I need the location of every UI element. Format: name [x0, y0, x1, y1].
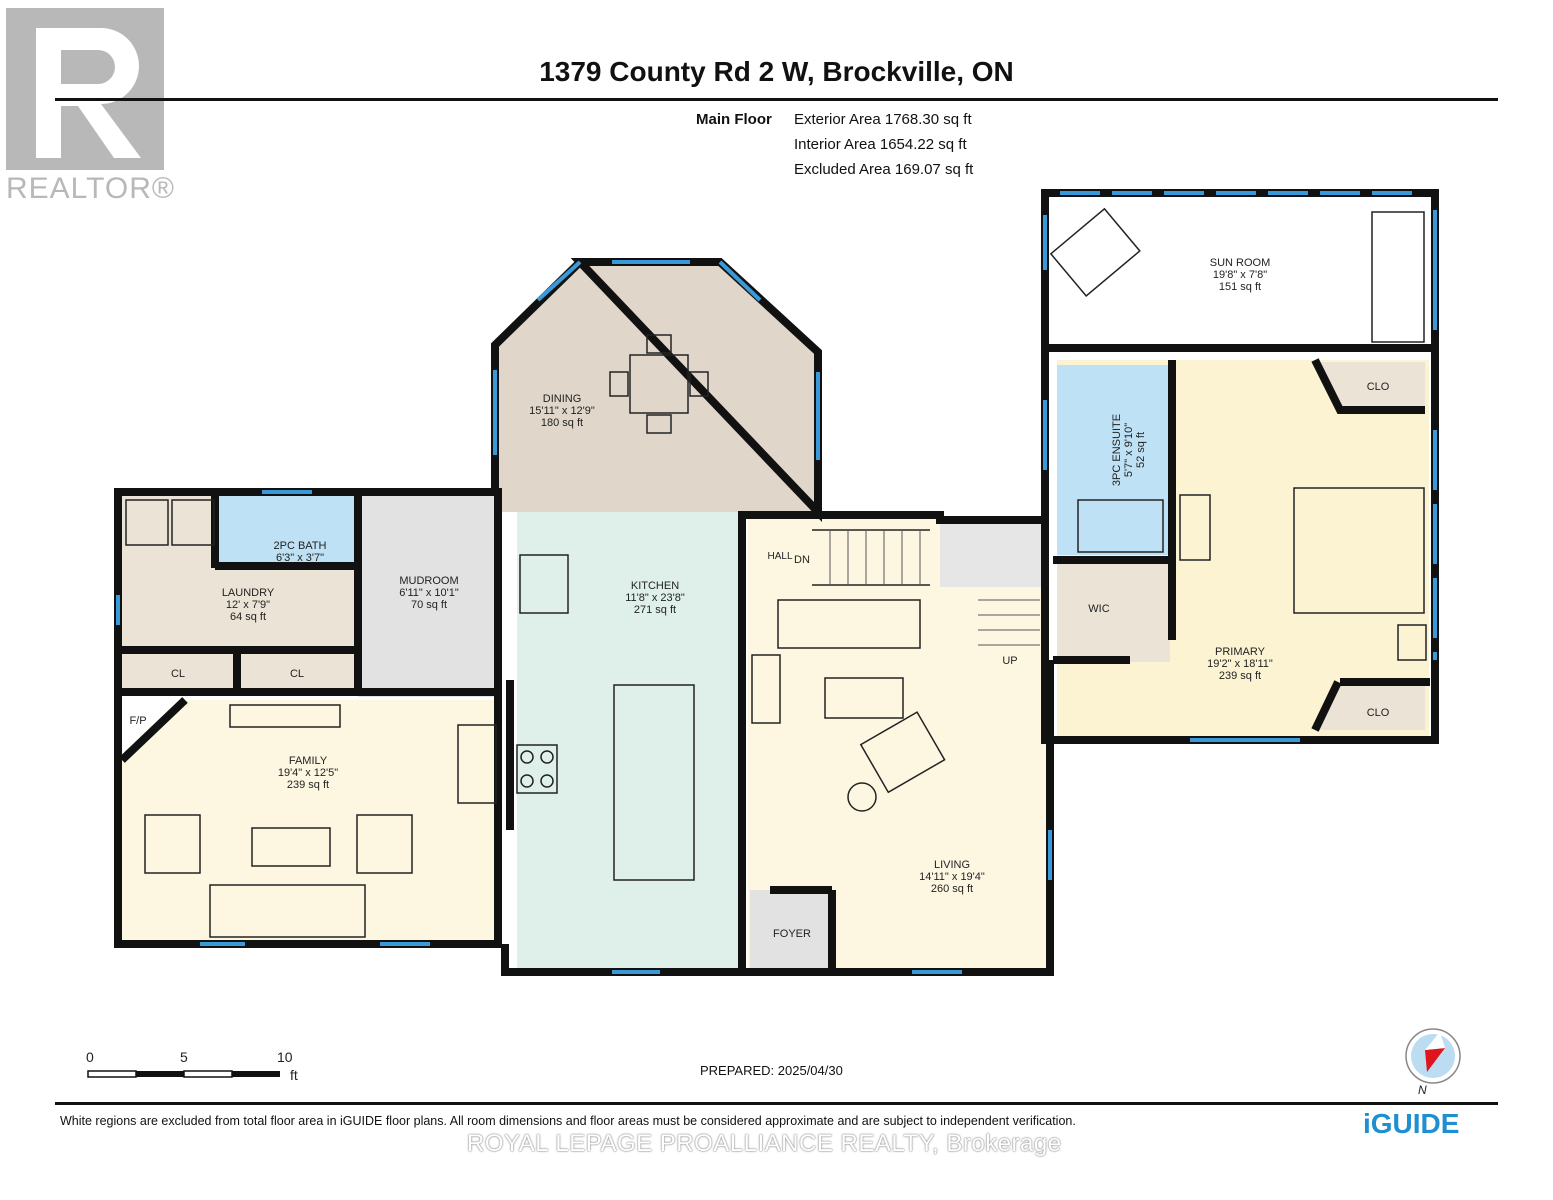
- bed: [1293, 487, 1425, 614]
- scale-bar: 0 5 10 ft: [86, 1049, 298, 1083]
- clo-label: CLO: [1367, 381, 1390, 393]
- stair-treads: [829, 530, 1040, 646]
- family-area: 239 sq ft: [287, 779, 329, 791]
- foyer-label: FOYER: [773, 928, 811, 940]
- dining-table: [629, 354, 689, 414]
- windows: [116, 191, 1437, 974]
- floor-label: Main Floor: [696, 111, 772, 128]
- sunroom-dims: 19'8" x 7'8": [1213, 269, 1267, 281]
- mudroom-name: MUDROOM: [399, 575, 458, 587]
- laundry-area: 64 sq ft: [230, 611, 266, 623]
- room-2pc-bath: [218, 495, 355, 567]
- divider: [55, 1102, 1498, 1105]
- kitchen-area: 271 sq ft: [634, 604, 676, 616]
- family-sofa: [209, 884, 366, 938]
- family-dims: 19'4" x 12'5": [278, 767, 338, 779]
- mudroom-area: 70 sq ft: [411, 599, 447, 611]
- living-name: LIVING: [934, 859, 970, 871]
- laundry-dims: 12' x 7'9": [226, 599, 270, 611]
- dining-area: 180 sq ft: [541, 417, 583, 429]
- clo-label: CLO: [1367, 707, 1390, 719]
- room-foyer: [750, 890, 832, 968]
- mudroom-dims: 6'11" x 10'1": [399, 587, 459, 599]
- scale-tick: 10: [277, 1049, 293, 1065]
- living-dims: 14'11" x 19'4": [919, 871, 985, 883]
- living-area: 260 sq ft: [931, 883, 973, 895]
- room-hall: [748, 515, 940, 587]
- kitchen-dims: 11'8" x 23'8": [625, 592, 685, 604]
- primary-area: 239 sq ft: [1219, 670, 1261, 682]
- exterior-area: Exterior Area 1768.30 sq ft: [794, 111, 972, 128]
- interior-area: Interior Area 1654.22 sq ft: [794, 136, 967, 153]
- bath-dims: 6'3" x 3'7": [276, 552, 324, 564]
- coffee-table: [824, 677, 904, 719]
- room-mudroom: [358, 495, 498, 697]
- primary-name: PRIMARY: [1215, 646, 1266, 658]
- page-title: 1379 County Rd 2 W, Brockville, ON: [539, 56, 1014, 87]
- room-sunroom: [1045, 195, 1433, 347]
- room-clo-bottom: [1315, 682, 1425, 730]
- dining-name: DINING: [543, 393, 582, 405]
- primary-dims: 19'2" x 18'11": [1207, 658, 1273, 670]
- cl-label: CL: [171, 668, 185, 680]
- sunroom-area: 151 sq ft: [1219, 281, 1261, 293]
- sunroom-name: SUN ROOM: [1210, 257, 1271, 269]
- room-kitchen: [517, 512, 742, 970]
- stove: [516, 744, 558, 794]
- room-clo-top: [1315, 362, 1425, 410]
- stairs-up-label: UP: [1002, 655, 1017, 667]
- room-cl-right: [240, 652, 355, 692]
- hall-label: HALL: [767, 551, 792, 562]
- living-sofa: [777, 599, 921, 649]
- laundry-name: LAUNDRY: [222, 587, 275, 599]
- fireplace-insert: [229, 704, 341, 728]
- realtor-wordmark: REALTOR®: [6, 172, 176, 205]
- stairs-down-label: DN: [794, 554, 810, 566]
- room-cl-left: [122, 652, 234, 692]
- room-ensuite: [1057, 365, 1170, 555]
- family-table: [251, 827, 331, 867]
- room-dining: [495, 262, 818, 512]
- excluded-area: Excluded Area 169.07 sq ft: [794, 161, 974, 178]
- disclaimer: White regions are excluded from total fl…: [60, 1114, 1076, 1128]
- realtor-logo: [6, 8, 166, 178]
- kitchen-name: KITCHEN: [631, 580, 679, 592]
- compass-north-label: N: [1418, 1083, 1427, 1097]
- ensuite-dims: 5'7" x 9'10": [1123, 423, 1135, 477]
- armchair: [859, 711, 946, 794]
- scale-tick: 0: [86, 1049, 94, 1065]
- fireplace-label: F/P: [129, 715, 146, 727]
- family-name: FAMILY: [289, 755, 328, 767]
- dining-dims: 15'11" x 12'9": [529, 405, 595, 417]
- shower: [1077, 499, 1164, 553]
- scale-unit: ft: [290, 1067, 298, 1083]
- wic-label: WIC: [1088, 603, 1109, 615]
- kitchen-island: [613, 684, 695, 881]
- sunroom-sofa: [1371, 211, 1425, 343]
- iguide-logo: iGUIDE: [1363, 1108, 1460, 1139]
- ensuite-name: 3PC ENSUITE: [1111, 414, 1123, 486]
- brokerage-watermark: ROYAL LEPAGE PROALLIANCE REALTY, Brokera…: [467, 1130, 1062, 1157]
- room-wic: [1057, 562, 1170, 662]
- divider: [55, 98, 1498, 101]
- compass-icon: N: [1405, 1028, 1461, 1097]
- scale-tick: 5: [180, 1049, 188, 1065]
- room-family: [120, 700, 498, 945]
- prepared-date: PREPARED: 2025/04/30: [700, 1063, 843, 1078]
- bath-name: 2PC BATH: [274, 540, 327, 552]
- furniture: [125, 207, 1427, 938]
- cl-label: CL: [290, 668, 304, 680]
- ensuite-area: 52 sq ft: [1135, 432, 1147, 468]
